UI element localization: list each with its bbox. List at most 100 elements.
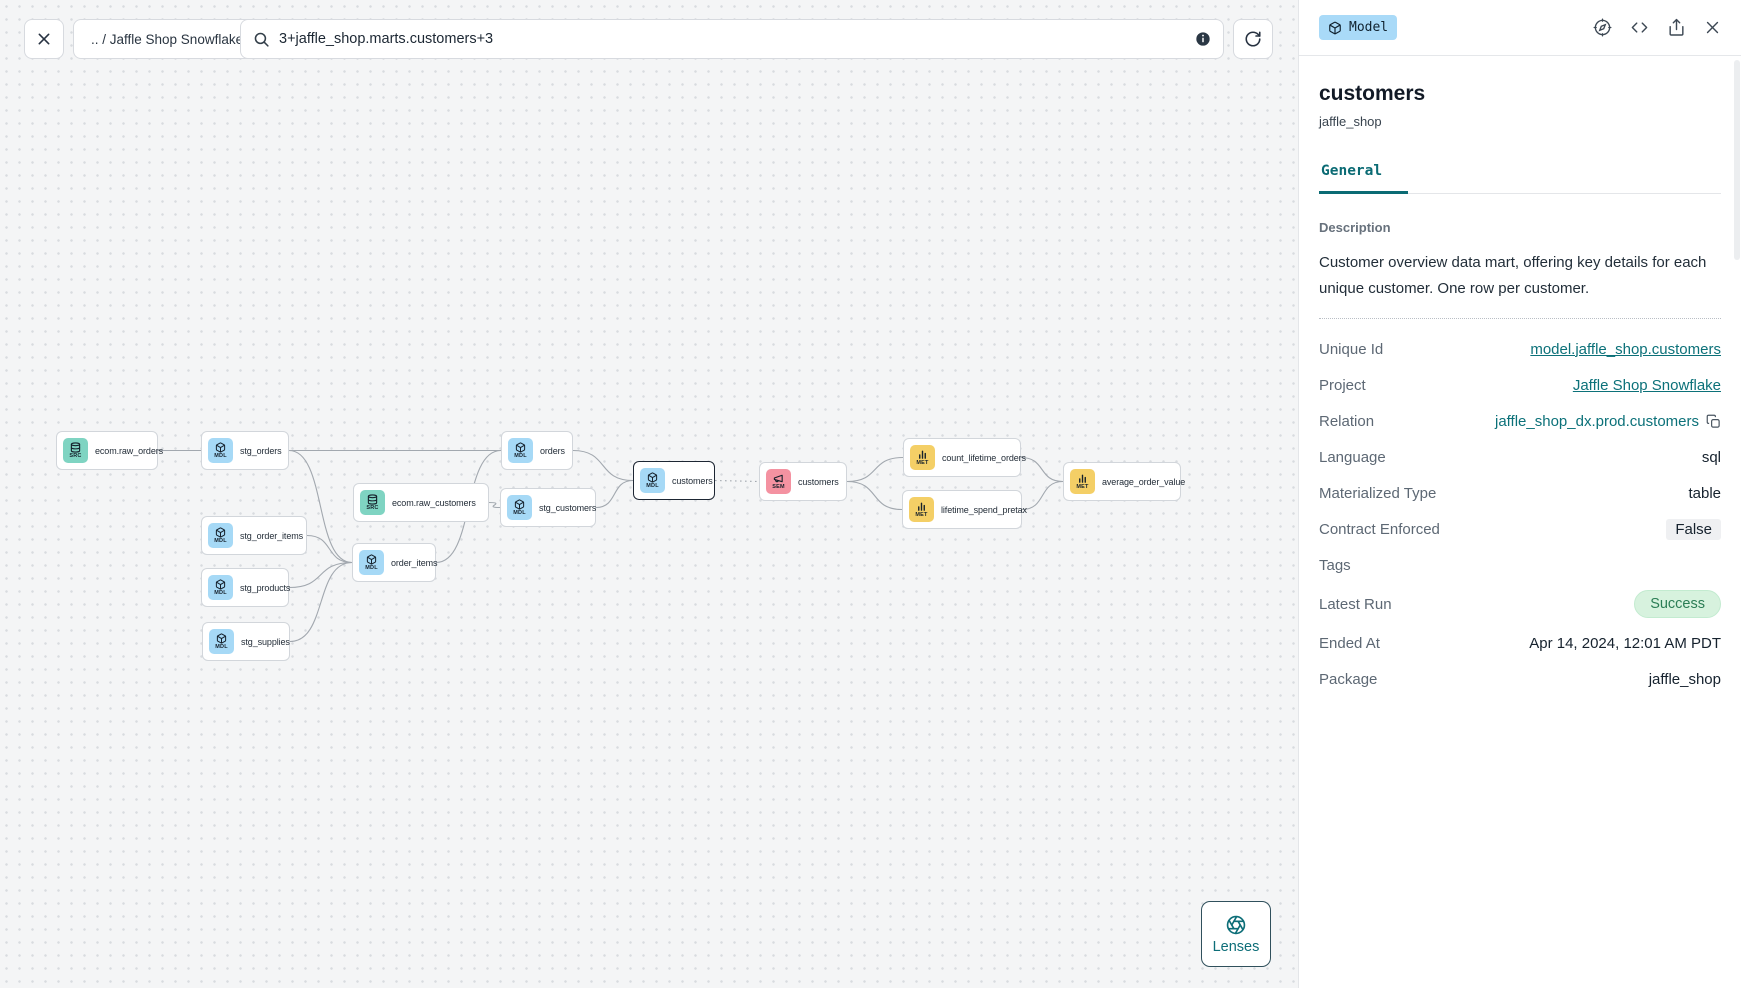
node-label: order_items	[391, 557, 438, 568]
field-label: Materialized Type	[1319, 484, 1437, 502]
info-icon[interactable]	[1195, 31, 1211, 47]
database-icon	[367, 494, 378, 505]
code-icon[interactable]	[1630, 18, 1649, 37]
node-kind-chip: MET	[909, 497, 934, 522]
divider	[1319, 318, 1721, 319]
refresh-icon	[1244, 30, 1262, 48]
node-kind-label: MET	[1076, 483, 1089, 490]
field-value-contract-enforced: False	[1666, 518, 1721, 540]
cube-icon	[647, 472, 658, 483]
node-label: ecom.raw_orders	[95, 445, 164, 456]
share-icon[interactable]	[1667, 18, 1686, 37]
field-value-project[interactable]: Jaffle Shop Snowflake	[1572, 376, 1721, 394]
node-kind-label: MDL	[214, 589, 227, 596]
node-kind-chip: MDL	[640, 468, 665, 493]
lenses-button[interactable]: Lenses	[1201, 901, 1271, 967]
cube-icon	[215, 579, 226, 590]
details-panel: Model customers jaffle_shop General Desc…	[1298, 0, 1741, 988]
graph-node-stg-products[interactable]: MDL stg_products	[201, 568, 291, 607]
field-value-materialized-type: table	[1688, 484, 1721, 502]
cube-icon	[366, 554, 377, 565]
field-value-latest-run: Success	[1634, 590, 1721, 618]
refresh-button[interactable]	[1233, 19, 1273, 59]
node-kind-label: SRC	[69, 452, 82, 459]
node-kind-label: MDL	[214, 537, 227, 544]
field-row-ended-at: Ended At Apr 14, 2024, 12:01 AM PDT	[1319, 632, 1721, 654]
megaphone-icon	[773, 473, 784, 484]
graph-node-customers-sem[interactable]: SEM customers	[759, 462, 847, 501]
search-input[interactable]	[279, 31, 1186, 47]
resource-type-label: Model	[1349, 20, 1389, 35]
graph-node-lifetime-spend-pretax[interactable]: MET lifetime_spend_pretax	[902, 490, 1027, 529]
graph-node-stg-order-items[interactable]: MDL stg_order_items	[201, 516, 307, 555]
field-row-latest-run: Latest Run Success	[1319, 590, 1721, 618]
cube-icon	[1328, 21, 1342, 35]
field-value-ended-at: Apr 14, 2024, 12:01 AM PDT	[1529, 634, 1721, 652]
description-label: Description	[1319, 220, 1391, 235]
field-value-relation: jaffle_shop_dx.prod.customers	[1494, 412, 1699, 430]
page-title: customers	[1319, 82, 1426, 105]
node-kind-label: MDL	[365, 564, 378, 571]
close-lineage-button[interactable]	[24, 19, 64, 59]
node-kind-label: SRC	[366, 504, 379, 511]
node-label: stg_products	[240, 582, 291, 593]
field-label: Latest Run	[1319, 595, 1392, 613]
field-row-materialized-type: Materialized Type table	[1319, 482, 1721, 504]
graph-node-order-items[interactable]: MDL order_items	[352, 543, 438, 582]
field-value-unique-id[interactable]: model.jaffle_shop.customers	[1530, 340, 1721, 358]
cube-icon	[514, 499, 525, 510]
field-label: Ended At	[1319, 634, 1380, 652]
node-label: stg_order_items	[240, 530, 304, 541]
field-row-package: Package jaffle_shop	[1319, 668, 1721, 690]
description-text: Customer overview data mart, offering ke…	[1319, 254, 1707, 297]
node-kind-label: MDL	[513, 509, 526, 516]
lineage-search-bar[interactable]	[240, 19, 1224, 59]
graph-node-stg-customers[interactable]: MDL stg_customers	[500, 488, 596, 527]
field-label: Tags	[1319, 556, 1351, 574]
node-label: stg_customers	[539, 502, 597, 513]
field-label: Project	[1319, 376, 1366, 394]
cube-icon	[215, 442, 226, 453]
graph-node-orders[interactable]: MDL orders	[501, 431, 573, 470]
bar-chart-icon	[916, 501, 927, 512]
copy-icon[interactable]	[1706, 414, 1721, 429]
node-label: customers	[798, 476, 839, 487]
aperture-icon	[1225, 914, 1247, 936]
cube-icon	[215, 527, 226, 538]
field-label: Package	[1319, 670, 1378, 688]
node-kind-chip: MDL	[208, 523, 233, 548]
tab-general[interactable]: General	[1319, 163, 1409, 194]
breadcrumb[interactable]: .. / Jaffle Shop Snowflake	[73, 19, 262, 59]
node-kind-chip: MDL	[209, 629, 234, 654]
node-kind-chip: MET	[1070, 469, 1095, 494]
node-kind-label: MDL	[214, 452, 227, 459]
node-kind-chip: MDL	[208, 438, 233, 463]
node-kind-label: MDL	[514, 452, 527, 459]
field-label: Unique Id	[1319, 340, 1384, 358]
node-kind-chip: MET	[910, 445, 935, 470]
field-value-package: jaffle_shop	[1648, 670, 1721, 688]
cube-icon	[515, 442, 526, 453]
bar-chart-icon	[1077, 473, 1088, 484]
explore-icon[interactable]	[1593, 18, 1612, 37]
package-subtitle: jaffle_shop	[1319, 114, 1382, 129]
graph-node-ecom-raw-orders[interactable]: SRC ecom.raw_orders	[56, 431, 163, 470]
node-kind-chip: SEM	[766, 469, 791, 494]
node-label: lifetime_spend_pretax	[941, 504, 1027, 515]
close-panel-icon[interactable]	[1704, 19, 1721, 36]
node-label: ecom.raw_customers	[392, 497, 476, 508]
graph-node-ecom-raw-customers[interactable]: SRC ecom.raw_customers	[353, 483, 489, 522]
search-icon	[253, 31, 270, 48]
node-label: orders	[540, 445, 565, 456]
field-row-unique-id: Unique Id model.jaffle_shop.customers	[1319, 338, 1721, 360]
node-kind-label: MET	[916, 459, 929, 466]
node-kind-chip: MDL	[208, 575, 233, 600]
